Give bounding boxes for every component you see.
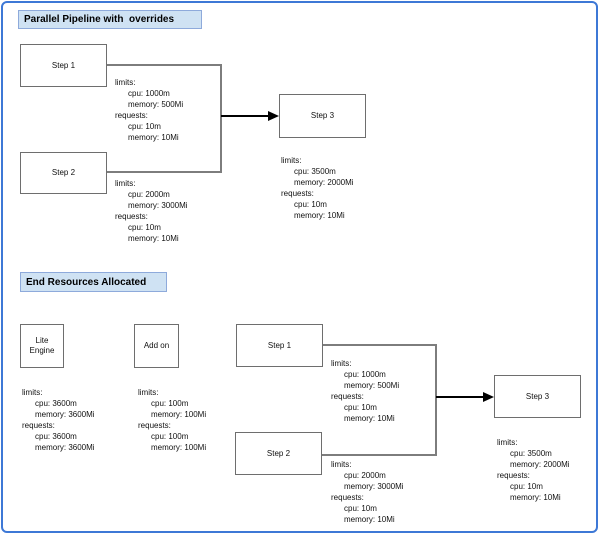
resource-line: requests: [138, 421, 171, 430]
resource-line: memory: 10Mi [344, 414, 395, 423]
resource-line: cpu: 2000m [344, 471, 386, 480]
resource-line: memory: 3000Mi [344, 482, 404, 491]
connector-step2-to-junction-2 [322, 454, 437, 456]
resource-line: memory: 3600Mi [35, 410, 95, 419]
resource-line: memory: 3000Mi [128, 201, 188, 210]
arrow-head-icon [483, 392, 494, 402]
section-title-parallel-pipeline: Parallel Pipeline with overrides [18, 10, 202, 29]
section-title-end-resources: End Resources Allocated [20, 272, 167, 292]
resource-line: requests: [115, 212, 148, 221]
resource-line: cpu: 10m [344, 403, 377, 412]
node-step-2: Step 2 [20, 152, 107, 194]
resource-line: memory: 10Mi [128, 133, 179, 142]
resource-line: cpu: 10m [294, 200, 327, 209]
resource-line: cpu: 3500m [510, 449, 552, 458]
resource-line: limits: [497, 438, 518, 447]
connector-step1-to-junction-2 [323, 344, 437, 346]
arrow-line-to-step3-2 [436, 396, 484, 398]
arrow-head-icon [268, 111, 279, 121]
node-step-1: Step 1 [20, 44, 107, 87]
resource-line: cpu: 10m [128, 122, 161, 131]
resource-line: limits: [331, 359, 352, 368]
resource-line: memory: 10Mi [128, 234, 179, 243]
resource-line: cpu: 100m [151, 432, 189, 441]
node-label: Step 2 [266, 448, 291, 458]
resource-line: memory: 2000Mi [510, 460, 570, 469]
node-label: Step 1 [51, 60, 76, 70]
resource-line: memory: 10Mi [344, 515, 395, 524]
connector-step1-to-junction [107, 64, 222, 66]
resource-line: cpu: 3600m [35, 399, 77, 408]
resource-line: requests: [281, 189, 314, 198]
node-label: Step 1 [267, 340, 292, 350]
resource-annotation-step-1: limits: cpu: 1000m memory: 500Mi requests: c… [331, 358, 399, 424]
resource-line: cpu: 3500m [294, 167, 336, 176]
resource-line: memory: 100Mi [151, 410, 207, 419]
node-label: Step 2 [51, 168, 76, 177]
resource-line: memory: 500Mi [344, 381, 400, 390]
node-label: Lite Engine [29, 336, 55, 355]
connector-junction-vertical [220, 64, 222, 173]
resource-line: requests: [497, 471, 530, 480]
resource-line: cpu: 10m [344, 504, 377, 513]
resource-line: limits: [22, 388, 43, 397]
node-step-1: Step 1 [236, 324, 323, 367]
resource-line: cpu: 1000m [344, 370, 386, 379]
resource-line: cpu: 100m [151, 399, 189, 408]
resource-line: memory: 2000Mi [294, 178, 354, 187]
resource-line: memory: 500Mi [128, 100, 184, 109]
resource-annotation-step-2: limits: cpu: 2000m memory: 3000Mi requests:… [115, 178, 188, 244]
node-label: Add on [143, 341, 170, 350]
resource-annotation-step-3: limits: cpu: 3500m memory: 2000Mi requests:… [497, 437, 570, 503]
resource-line: limits: [281, 156, 302, 165]
resource-line: limits: [331, 460, 352, 469]
node-add-on: Add on [134, 324, 179, 368]
resource-annotation-step-3: limits: cpu: 3500m memory: 2000Mi requests:… [281, 155, 354, 221]
resource-line: memory: 10Mi [510, 493, 561, 502]
resource-line: memory: 3600Mi [35, 443, 95, 452]
node-step-2: Step 2 [235, 432, 322, 475]
resource-line: cpu: 3600m [35, 432, 77, 441]
node-label: Step 3 [310, 111, 335, 120]
resource-line: memory: 10Mi [294, 211, 345, 220]
resource-annotation-step-1: limits: cpu: 1000m memory: 500Mi requests: c… [115, 77, 183, 143]
node-step-3: Step 3 [494, 375, 581, 418]
resource-line: requests: [331, 392, 364, 401]
resource-line: limits: [138, 388, 159, 397]
resource-annotation-lite-engine: limits: cpu: 3600m memory: 3600Mi requests:… [22, 387, 95, 453]
resource-line: requests: [115, 111, 148, 120]
resource-annotation-step-2: limits: cpu: 2000m memory: 3000Mi requests:… [331, 459, 404, 525]
resource-line: cpu: 10m [510, 482, 543, 491]
node-step-3: Step 3 [279, 94, 366, 138]
resource-line: cpu: 10m [128, 223, 161, 232]
resource-line: limits: [115, 78, 136, 87]
connector-junction-vertical-2 [435, 344, 437, 456]
resource-line: requests: [331, 493, 364, 502]
resource-line: cpu: 1000m [128, 89, 170, 98]
resource-annotation-add-on: limits: cpu: 100m memory: 100Mi requests: cp… [138, 387, 206, 453]
node-label: Step 3 [525, 391, 550, 401]
connector-step2-to-junction [107, 171, 222, 173]
resource-line: limits: [115, 179, 136, 188]
node-lite-engine: Lite Engine [20, 324, 64, 368]
resource-line: memory: 100Mi [151, 443, 207, 452]
arrow-line-to-step3 [221, 115, 269, 117]
resource-line: cpu: 2000m [128, 190, 170, 199]
resource-line: requests: [22, 421, 55, 430]
